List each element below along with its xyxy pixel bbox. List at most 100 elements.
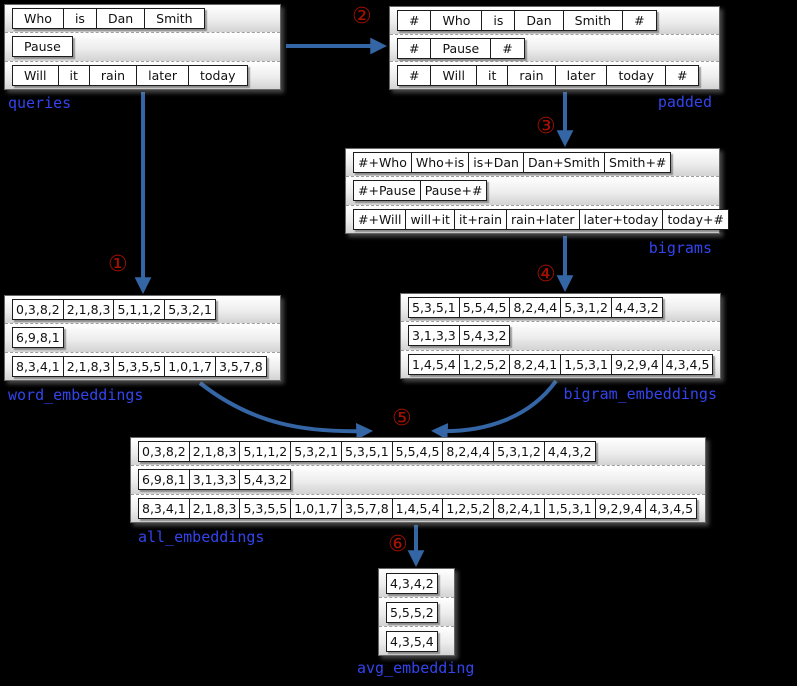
token-cell: # [634, 12, 645, 28]
token-cell: Who [431, 10, 483, 30]
token-cell: 5,3,1,2 [561, 298, 612, 318]
bigrams-label: bigrams [648, 239, 712, 257]
token-cell: later [137, 65, 189, 85]
token-cell: is [482, 10, 516, 30]
token-cell: 9,2,9,4 [596, 498, 647, 518]
token-cell: 8,2,4,1 [494, 498, 545, 518]
token-cell: 5,4,3,2 [462, 328, 507, 344]
token-row: Pause [5, 33, 280, 62]
token-cell: 1,5,3,1 [545, 498, 596, 518]
token-cell: Who [13, 9, 64, 29]
token-cell: # [502, 40, 513, 56]
token-cell: later+today [580, 209, 664, 229]
token-cell: 3,1,3,3 [190, 470, 241, 490]
token-cell: is+Dan [469, 153, 524, 173]
token-cell: 8,3,4,1 [13, 356, 64, 376]
token-cell: 0,3,8,2 [139, 442, 190, 462]
token-cell: 3,1,3,3 [409, 326, 460, 346]
token-cell: 1,4,5,4 [393, 498, 444, 518]
token-strip: 4,3,4,2 [386, 572, 438, 594]
token-strip: Pause [12, 36, 73, 58]
token-cell: # [398, 66, 432, 86]
token-cell: it+rain [455, 209, 507, 229]
token-cell: 5,3,5,1 [342, 442, 393, 462]
token-cell: Who+is [412, 153, 470, 173]
step-2-badge: ② [352, 4, 372, 29]
queries-label: queries [8, 94, 72, 112]
token-cell: 2,1,8,3 [64, 300, 115, 320]
token-cell: 8,2,4,1 [510, 354, 562, 374]
token-cell: 9,2,9,4 [612, 354, 663, 374]
token-cell: 1,2,5,2 [443, 498, 495, 518]
token-cell: 3,5,7,8 [218, 358, 263, 374]
token-row: 6,9,8,1 [5, 324, 280, 353]
token-cell: Will [431, 66, 477, 86]
token-cell: Dan+Smith [524, 153, 606, 173]
token-strip: 6,9,8,1 [12, 327, 64, 349]
step-5-badge: ⑤ [392, 406, 412, 431]
token-cell: 5,3,2,1 [291, 442, 342, 462]
token-cell: 5,5,4,5 [460, 298, 511, 318]
token-cell: 4,3,4,5 [665, 356, 710, 372]
token-cell: 1,0,1,7 [165, 356, 216, 376]
token-cell: 5,3,5,1 [409, 298, 460, 318]
token-cell: 4,3,4,2 [390, 575, 434, 591]
token-cell: 5,1,1,2 [240, 442, 292, 462]
token-cell: today+# [667, 211, 724, 227]
bigram-embeddings-label: bigram_embeddings [563, 385, 717, 403]
padded-label: padded [657, 93, 712, 111]
step-6-badge: ⑥ [388, 532, 408, 557]
arrow-word-embeddings-to-all-embeddings [198, 381, 374, 440]
token-cell: # [398, 10, 432, 30]
token-cell: Dan [97, 9, 146, 29]
token-cell: 1,0,1,7 [291, 498, 342, 518]
token-cell: 5,3,1,2 [494, 442, 545, 462]
token-cell: 3,5,7,8 [342, 498, 393, 518]
token-cell: 4,3,4,5 [649, 500, 694, 516]
token-cell: Pause [24, 39, 61, 55]
token-cell: today [199, 67, 236, 83]
token-cell: later [556, 66, 608, 86]
token-cell: Dan [515, 10, 564, 30]
token-cell: 8,2,4,4 [510, 298, 562, 318]
avg-embedding-label: avg_embedding [357, 659, 475, 677]
token-cell: rain+later [507, 209, 580, 229]
token-cell: 8,3,4,1 [139, 498, 190, 518]
token-cell: 4,4,3,2 [547, 444, 592, 460]
token-cell: it [477, 66, 509, 86]
token-row: 5,5,5,2 [379, 598, 454, 627]
token-cell: # [677, 68, 688, 84]
token-strip: #Pause# [397, 37, 525, 59]
arrow-bigram-embeddings-to-all-embeddings [430, 379, 558, 440]
token-cell: is [64, 9, 97, 29]
token-cell: will+it [406, 209, 455, 229]
token-cell: #+Will [354, 209, 407, 229]
